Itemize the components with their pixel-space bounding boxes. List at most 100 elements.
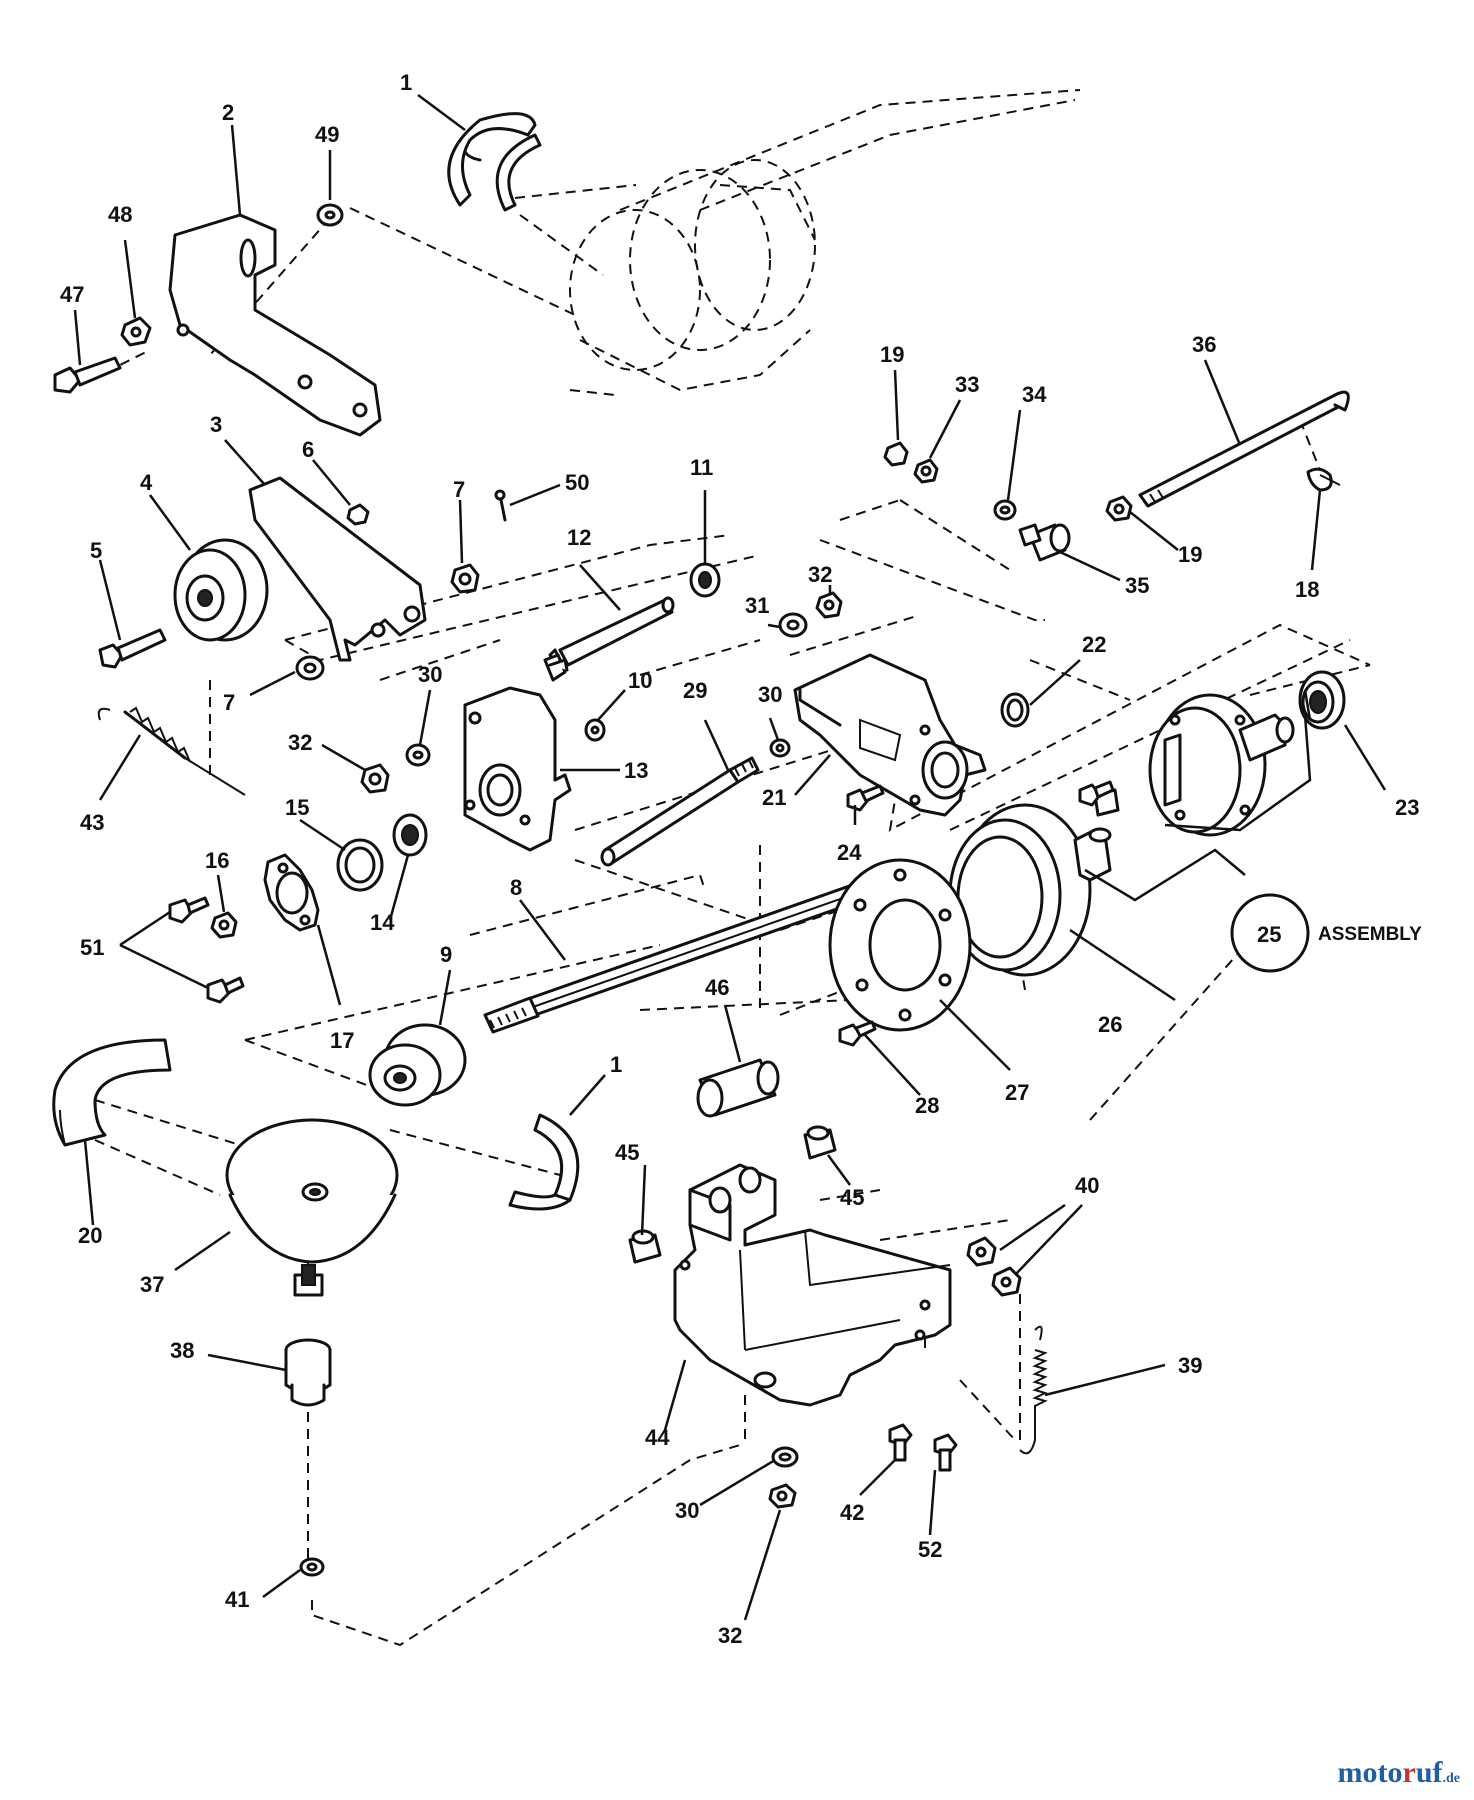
callout-31: 31: [745, 593, 769, 618]
callout-52: 52: [918, 1537, 942, 1562]
belt-guard-upper: [447, 112, 542, 212]
shaft-12: [543, 596, 675, 682]
extension-spring-39: [1019, 1325, 1048, 1455]
callout-34: 34: [1022, 382, 1047, 407]
callout-42: 42: [840, 1500, 864, 1525]
hub-assembly-25: [1093, 693, 1295, 837]
bolt-47: [53, 356, 122, 394]
callout-20: 20: [78, 1223, 102, 1248]
callout-1-lower: 1: [610, 1052, 622, 1077]
bolt-25: [1078, 780, 1115, 807]
clip-18: [1306, 467, 1341, 492]
cotter-pin-50: [494, 489, 507, 522]
callout-36: 36: [1192, 332, 1216, 357]
callout-labels: 1 2 49 48 47 3 6 7 50 4 5 12 11 7 30 10 …: [60, 70, 1422, 1648]
callout-29: 29: [683, 678, 707, 703]
washer-10: [584, 718, 606, 742]
sleeve-46: [696, 1058, 780, 1118]
callout-35: 35: [1125, 573, 1149, 598]
bushing-38: [284, 1264, 332, 1407]
bearing-14: [392, 813, 428, 857]
callout-44: 44: [645, 1425, 670, 1450]
seal-11: [689, 562, 721, 598]
frame-bracket-44: [673, 1163, 952, 1407]
callout-9: 9: [440, 942, 452, 967]
callout-7-upper: 7: [453, 477, 465, 502]
callout-14: 14: [370, 910, 395, 935]
callout-46: 46: [705, 975, 729, 1000]
washer-41: [299, 1557, 325, 1577]
callout-13: 13: [624, 758, 648, 783]
watermark-text-accent: r: [1402, 1756, 1416, 1789]
callout-45-left: 45: [615, 1140, 639, 1165]
washer-34: [993, 499, 1017, 521]
callout-18: 18: [1295, 577, 1319, 602]
nut-40-lower: [991, 1266, 1022, 1297]
callout-10: 10: [628, 668, 652, 693]
callout-50: 50: [565, 470, 589, 495]
callout-41: 41: [225, 1587, 249, 1612]
callout-1-top: 1: [400, 70, 412, 95]
callout-12: 12: [567, 525, 591, 550]
hex-shaft-8: [483, 868, 907, 1034]
washer-30-left: [405, 743, 431, 767]
callout-16: 16: [205, 848, 229, 873]
assembly-label: ASSEMBLY: [1318, 924, 1422, 945]
bushing-45-right: [803, 1125, 837, 1160]
callout-6: 6: [302, 437, 314, 462]
watermark-logo: motoruf.de: [1338, 1756, 1461, 1790]
callout-32-upper: 32: [808, 562, 832, 587]
callout-51: 51: [80, 935, 104, 960]
rod-36: [1138, 390, 1350, 508]
nut-32-upper: [815, 591, 843, 619]
screw-51-bottom: [206, 976, 245, 1004]
washer-30-center: [769, 738, 791, 758]
bearing-23: [1298, 670, 1346, 730]
nut-19-upper: [883, 441, 909, 467]
callout-2: 2: [222, 100, 234, 125]
callout-5: 5: [90, 538, 102, 563]
washer-49: [316, 203, 344, 227]
callout-32-bottom: 32: [718, 1623, 742, 1648]
flange-plate-17: [263, 853, 320, 932]
callout-19-upper: 19: [880, 342, 904, 367]
callout-39: 39: [1178, 1353, 1202, 1378]
callout-15: 15: [285, 795, 309, 820]
nut-33: [913, 458, 939, 484]
friction-disc-27: [828, 858, 972, 1032]
assembly-25-marker: [1084, 689, 1312, 973]
screw-52: [933, 1433, 958, 1472]
nut-48: [120, 316, 152, 347]
callout-21: 21: [762, 785, 786, 810]
engine-phantom: [569, 89, 1081, 396]
watermark-text-tail: uf: [1415, 1756, 1443, 1789]
idler-pulley-4: [173, 538, 269, 642]
support-bracket-21: [793, 653, 987, 817]
callout-7-lower: 7: [223, 690, 235, 715]
callout-33: 33: [955, 372, 979, 397]
callout-32-left: 32: [288, 730, 312, 755]
callout-23: 23: [1395, 795, 1419, 820]
cone-pulley-37: [225, 1118, 399, 1264]
callout-48: 48: [108, 202, 132, 227]
bolt-5: [98, 628, 167, 669]
callout-22: 22: [1082, 632, 1106, 657]
drive-pulley-9: [368, 1023, 467, 1107]
bearing-housing-13: [463, 686, 572, 852]
callout-26: 26: [1098, 1012, 1122, 1037]
bushing-45-left: [628, 1229, 662, 1264]
callout-30-center: 30: [758, 682, 782, 707]
shaft-29: [600, 756, 760, 867]
screw-51-top: [168, 896, 210, 924]
callout-17: 17: [330, 1028, 354, 1053]
nut-19-lower: [1105, 495, 1133, 522]
callout-43: 43: [80, 810, 104, 835]
belt-guard-20: [52, 1038, 172, 1147]
callout-4: 4: [140, 470, 153, 495]
belt-guard-lower: [508, 1113, 580, 1211]
bolt-24: [846, 784, 885, 812]
leader-lines: [73, 93, 1387, 1621]
coupler-25: [1073, 827, 1112, 882]
watermark-text-main: moto: [1337, 1756, 1403, 1789]
